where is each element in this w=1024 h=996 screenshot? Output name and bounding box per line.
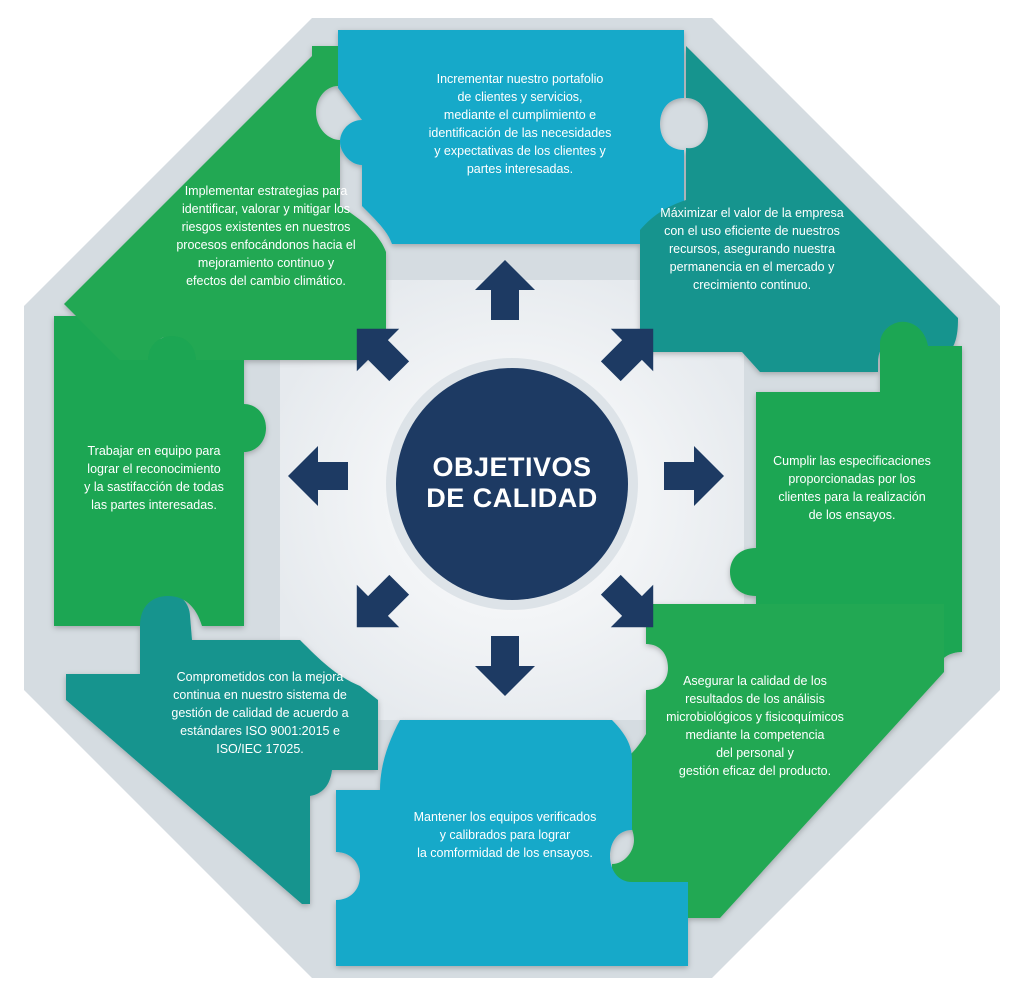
segment-left-text: Trabajar en equipo para lograr el recono… — [84, 444, 224, 512]
arrow-right-icon — [664, 446, 724, 506]
center-circle — [396, 368, 628, 600]
center-title-line-1: OBJETIVOS — [432, 452, 592, 482]
segment-left — [54, 316, 266, 626]
segment-top-left-text: Implementar estrategias para identificar… — [176, 184, 356, 288]
arrow-down-left-icon — [356, 574, 410, 628]
segment-bottom-left — [66, 592, 378, 904]
center-title: OBJETIVOS DE CALIDAD — [392, 452, 632, 514]
center-title-line-2: DE CALIDAD — [426, 483, 598, 513]
segment-top — [338, 30, 684, 244]
arrow-down-right-icon — [600, 574, 654, 628]
arrow-up-right-icon — [600, 328, 654, 382]
arrow-up-icon — [475, 260, 535, 320]
segment-bottom — [336, 720, 688, 966]
segment-right — [730, 321, 962, 689]
segment-bottom-text: Mantener los equipos verificados y calib… — [413, 810, 597, 860]
segment-right-text: Cumplir las especificaciones proporciona… — [773, 454, 931, 522]
arrow-up-left-icon — [356, 328, 410, 382]
segment-bottom-right — [612, 604, 944, 918]
segment-bottom-right-text: Asegurar la calidad de los resultados de… — [666, 674, 844, 778]
segment-top-right-text: Máximizar el valor de la empresa con el … — [660, 206, 844, 292]
segment-top-text: Incrementar nuestro portafolio de client… — [428, 72, 612, 176]
segment-top-left — [64, 46, 386, 360]
arrow-left-icon — [288, 446, 348, 506]
segment-bottom-left-text: Comprometidos con la mejora continua en … — [171, 670, 349, 756]
arrow-down-icon — [475, 636, 535, 696]
segment-top-right — [640, 46, 958, 372]
